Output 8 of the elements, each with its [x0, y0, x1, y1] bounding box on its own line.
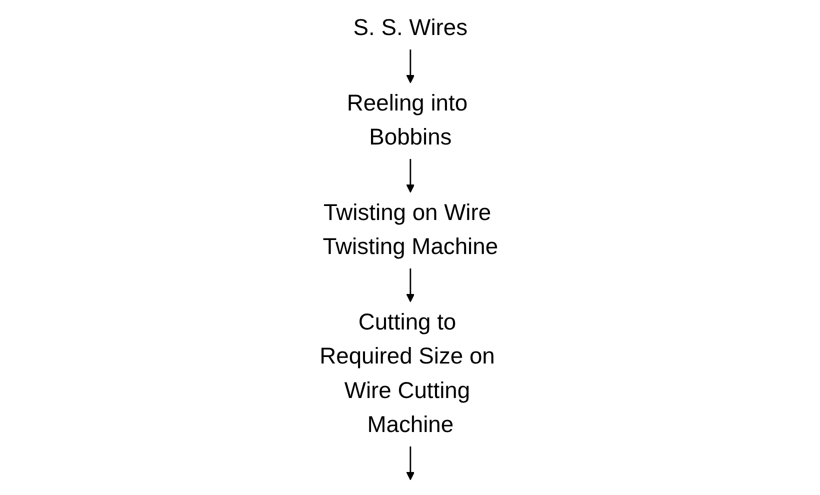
arrow: [406, 158, 414, 193]
node-text: Twisting on Wire Twisting Machine: [322, 200, 498, 260]
arrow: [406, 50, 414, 84]
node-text: Cutting to Required Size on Wire Cutting Machine: [319, 309, 494, 438]
arrow: [406, 268, 414, 302]
node-text: Reeling into Bobbins: [346, 90, 468, 150]
node-text: S. S. Wires: [352, 15, 468, 41]
arrow: [406, 446, 414, 480]
